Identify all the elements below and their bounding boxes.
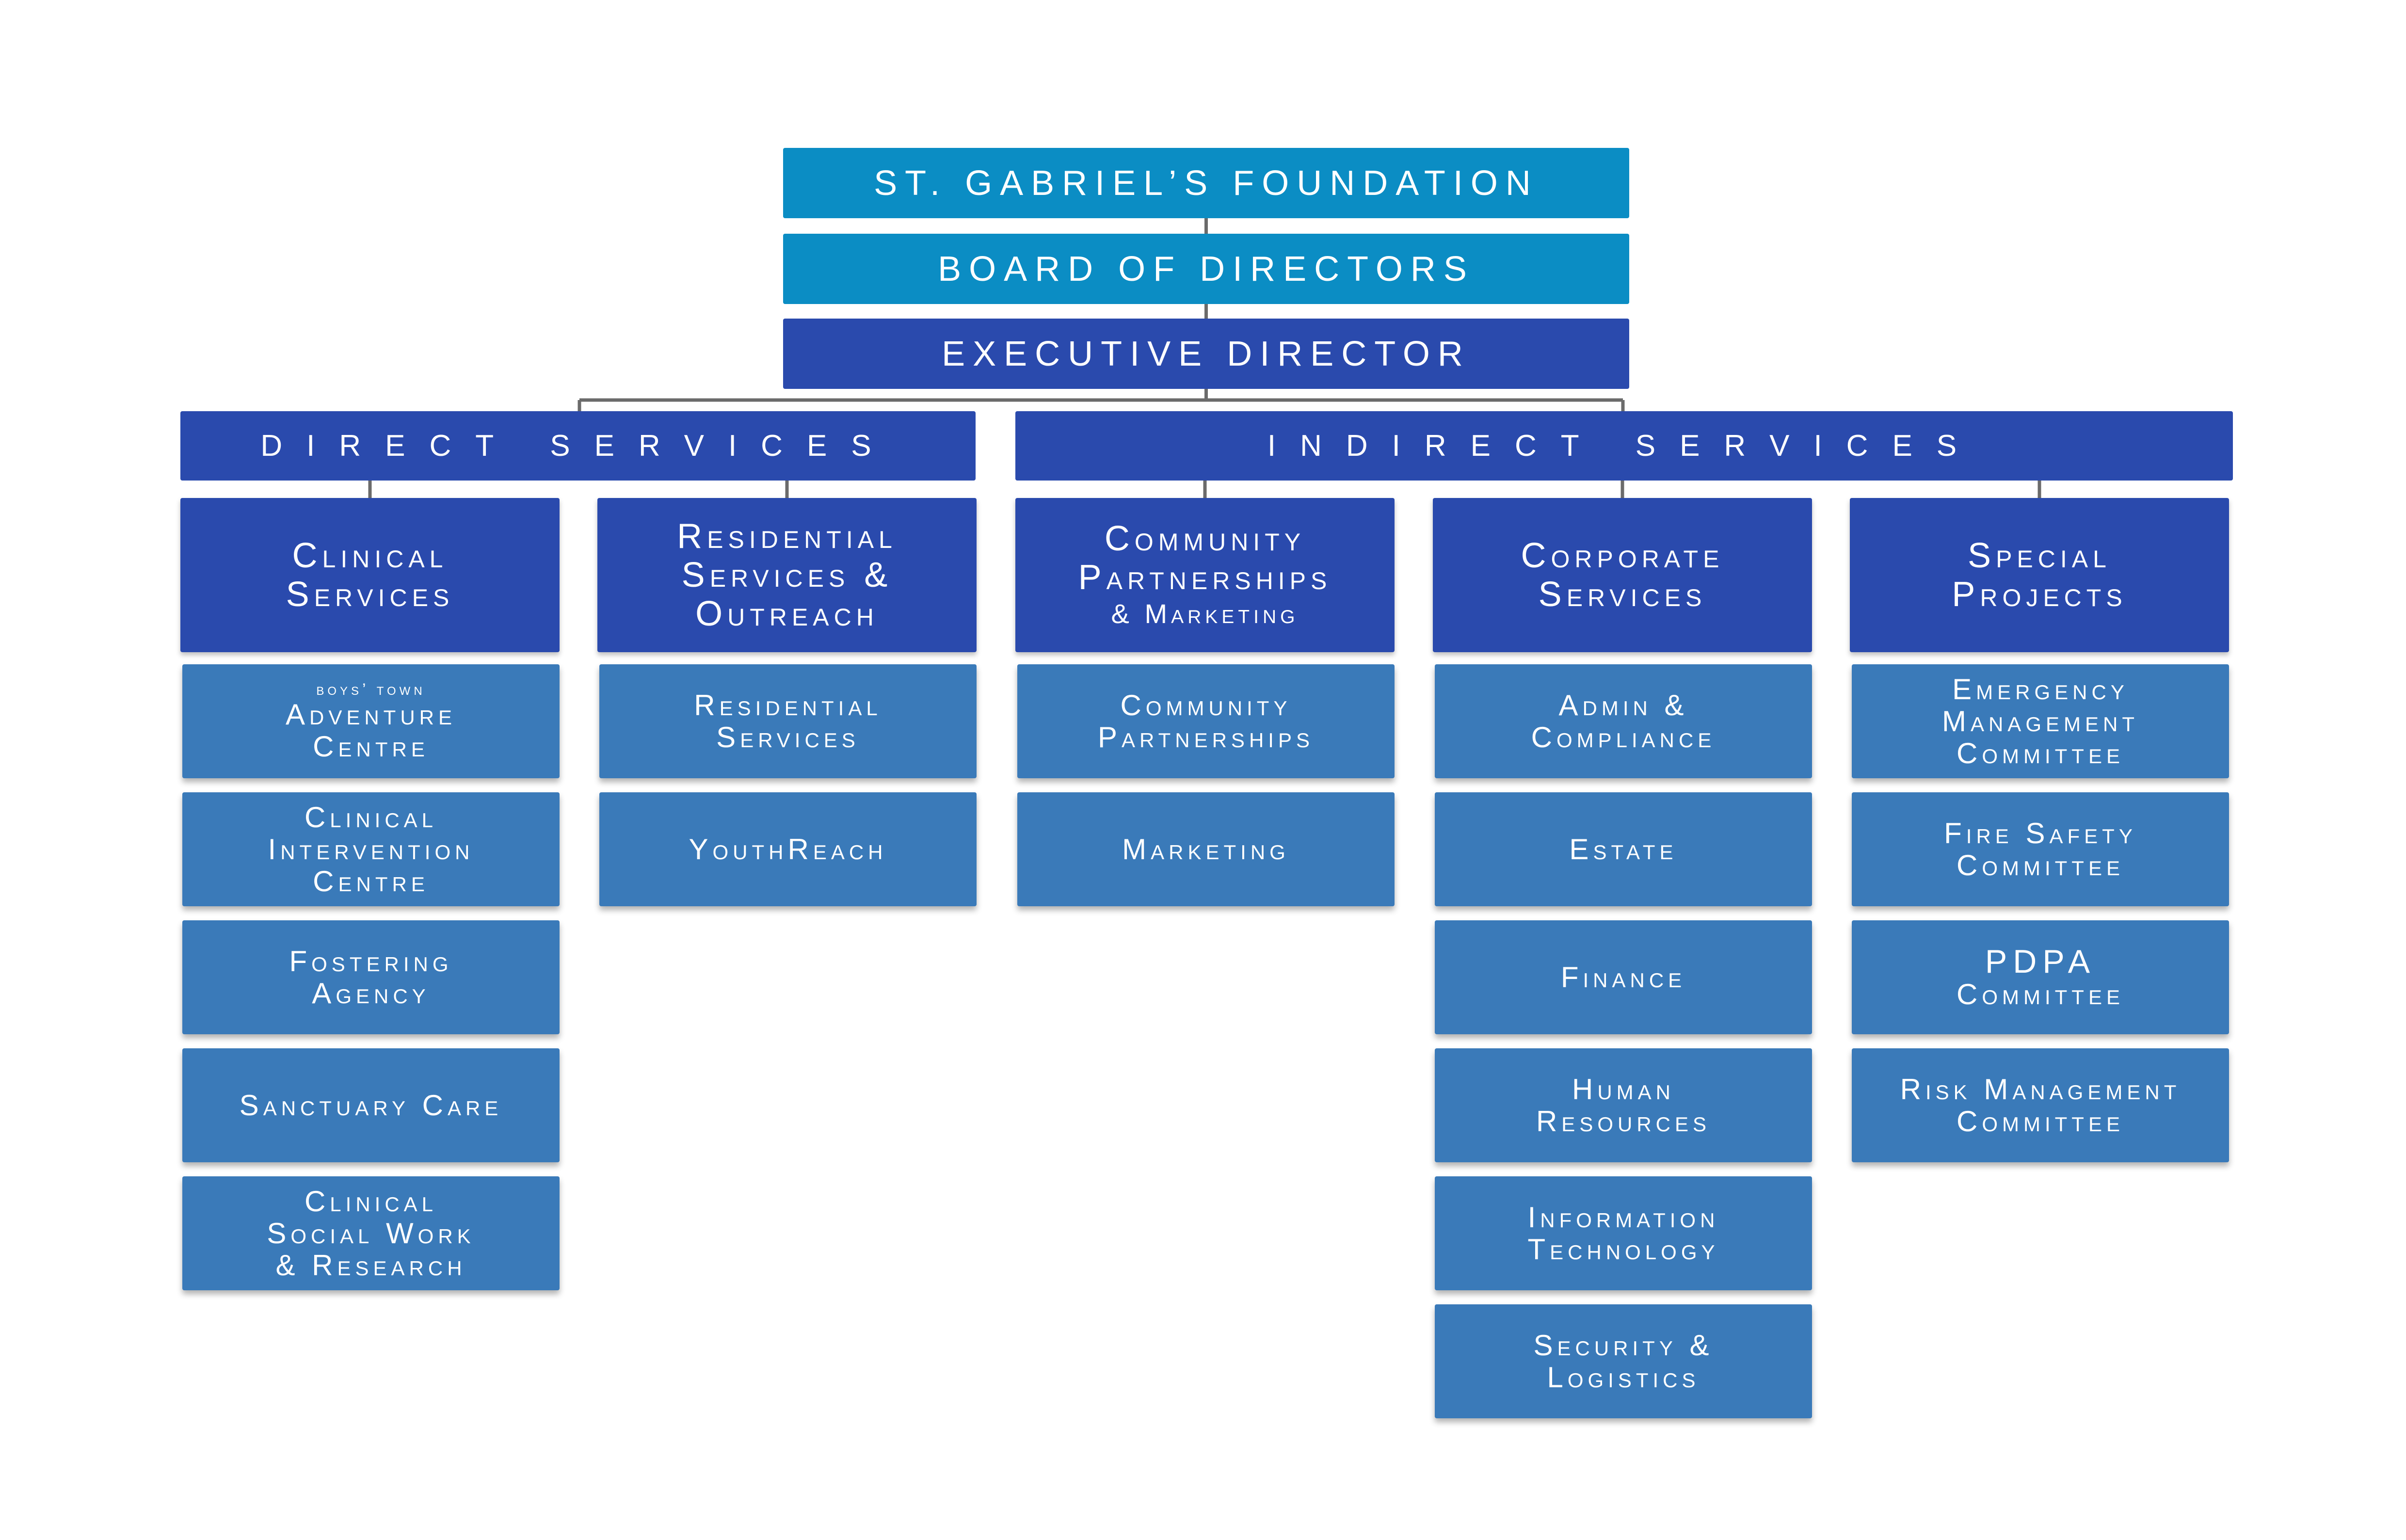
sanctuary-care-box: Sanctuary Care [182,1048,560,1162]
box-label: Human [1572,1073,1675,1106]
box-label: Services [716,721,860,754]
box-label: Agency [312,977,430,1010]
box-label: Social Work [267,1217,475,1250]
box-label: Services [1538,575,1707,614]
box-label: Compliance [1531,721,1716,754]
box-label: Committee [1957,849,2124,882]
box-label: Outreach [695,594,879,633]
box-label: Clinical [304,1185,438,1218]
direct-services-bar: DIRECT SERVICES [180,411,976,481]
box-label: Management [1941,705,2139,738]
box-label: Community [1120,689,1292,722]
box-label: Technology [1527,1233,1719,1266]
box-label: Fostering [289,945,453,978]
box-label: Projects [1952,575,2127,614]
box-label: Information [1527,1201,1719,1234]
foundation-box: ST. GABRIEL’S FOUNDATION [783,148,1629,218]
box-label: BOARD OF DIRECTORS [938,249,1475,289]
box-label: Emergency [1952,673,2129,706]
box-label: Risk Management [1900,1073,2181,1106]
indirect-services-bar: INDIRECT SERVICES [1015,411,2233,481]
box-label: Resources [1536,1105,1711,1138]
box-label: ST. GABRIEL’S FOUNDATION [874,163,1539,203]
box-label: Logistics [1547,1361,1700,1394]
box-label: YouthReach [689,833,887,866]
box-label: Sanctuary Care [239,1089,503,1122]
box-label: INDIRECT SERVICES [1267,429,1981,463]
box-label: DIRECT SERVICES [260,429,896,463]
security-logistics-box: Security &Logistics [1435,1304,1812,1418]
box-label: Finance [1560,961,1686,994]
box-label: Committee [1957,737,2124,770]
admin-compliance-box: Admin &Compliance [1435,664,1812,778]
box-label: Admin & [1558,689,1688,722]
marketing-box: Marketing [1017,792,1395,906]
box-label: Corporate [1521,536,1724,575]
box-label: Partnerships [1098,721,1314,754]
box-label: Committee [1957,978,2124,1011]
executive-box: EXECUTIVE DIRECTOR [783,319,1629,389]
box-label: Adventure [285,698,457,731]
box-label: Intervention [268,833,474,866]
box-label: Centre [313,730,429,763]
box-label: EXECUTIVE DIRECTOR [942,334,1471,373]
box-label: Residential [694,689,882,722]
box-label: Services [286,575,454,614]
box-label: Clinical [292,536,448,575]
box-label: Residential [677,517,897,556]
youthreach-box: YouthReach [599,792,977,906]
box-label: Centre [313,865,429,898]
box-label: Services & [681,556,893,594]
box-label: Marketing [1122,833,1290,866]
box-label: Fire Safety [1944,817,2137,850]
box-label: Community [1104,519,1306,558]
box-label: Estate [1569,833,1678,866]
box-label: & Research [275,1249,466,1282]
box-label: boys’ town [316,680,426,699]
box-label: Committee [1957,1105,2124,1138]
board-box: BOARD OF DIRECTORS [783,234,1629,304]
box-label: Security & [1533,1329,1714,1362]
box-label: Clinical [304,801,438,834]
estate-box: Estate [1435,792,1812,906]
box-label: Special [1968,536,2111,575]
finance-box: Finance [1435,920,1812,1034]
box-label: PDPA [1985,943,2096,980]
box-label: Partnerships [1078,558,1332,597]
box-label: & Marketing [1111,598,1299,629]
